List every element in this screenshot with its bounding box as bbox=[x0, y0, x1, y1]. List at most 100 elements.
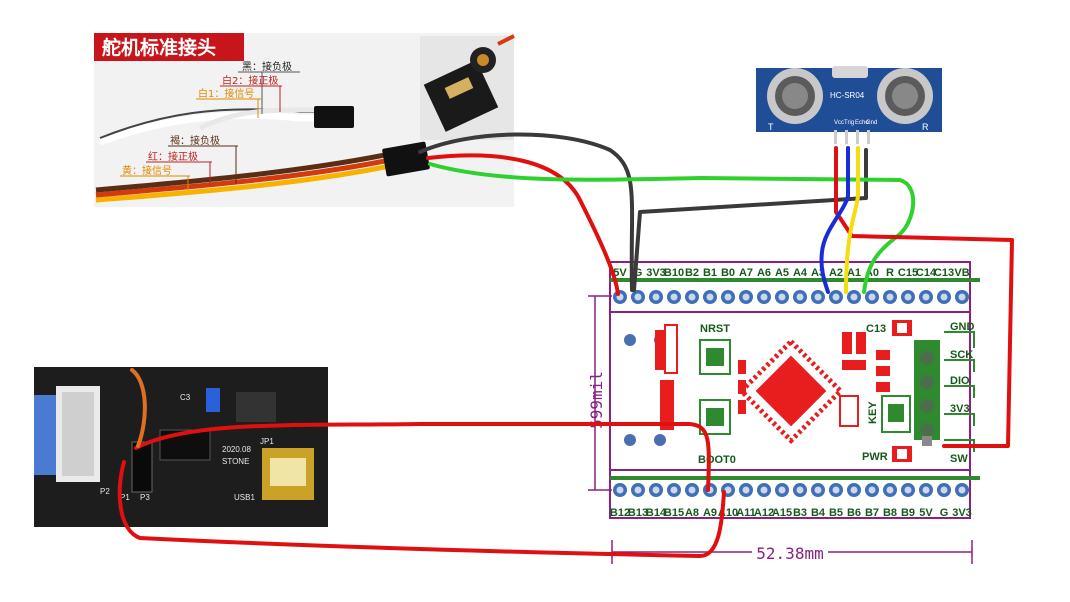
servo-label-yellow: 黄：接信号 bbox=[122, 164, 172, 177]
pin-label-bottom: 5V bbox=[919, 507, 933, 519]
pin-label-bottom: B5 bbox=[829, 507, 843, 519]
pin-label-top: A2 bbox=[829, 267, 843, 279]
pin-hole-center bbox=[904, 293, 912, 301]
wire-usb-tx bbox=[134, 422, 711, 492]
pin-label-bottom: B7 bbox=[865, 507, 879, 519]
pin-label-top: 3V3 bbox=[646, 267, 666, 279]
led-c13-label: C13 bbox=[866, 323, 886, 335]
swd-sw-label: SW bbox=[950, 453, 968, 465]
sensor-pin-vcc: Vcc bbox=[834, 120, 844, 126]
pin-hole-center bbox=[670, 486, 678, 494]
pin-hole-center bbox=[652, 293, 660, 301]
usb-label-jp1: JP1 bbox=[260, 437, 274, 446]
pin-hole-center bbox=[796, 486, 804, 494]
pin-label-top: A5 bbox=[775, 267, 789, 279]
pin-hole-center bbox=[886, 486, 894, 494]
width-dimension-label: 52.38mm bbox=[756, 544, 823, 563]
usb-label-p2: P2 bbox=[100, 487, 110, 496]
pin-label-bottom: A9 bbox=[703, 507, 717, 519]
servo-motor-photo bbox=[420, 34, 515, 140]
sensor-corner-left: T bbox=[768, 122, 774, 132]
pin-label-bottom: B15 bbox=[664, 507, 684, 519]
usb-label-usb1: USB1 bbox=[234, 493, 255, 502]
pin-label-bottom: B14 bbox=[646, 507, 667, 519]
pin-hole-center bbox=[922, 486, 930, 494]
swd-3v3-label: 3V3 bbox=[950, 403, 970, 415]
nrst-button bbox=[699, 339, 731, 375]
servo-title: 舵机标准接头 bbox=[102, 36, 216, 59]
servo-label-white2: 白2：接正极 bbox=[222, 74, 278, 87]
pin-hole-center bbox=[688, 486, 696, 494]
pin-label-top: A6 bbox=[757, 267, 771, 279]
pin-hole-center bbox=[832, 486, 840, 494]
wire-servo-signal bbox=[428, 162, 916, 294]
pin-label-top: 5V bbox=[613, 267, 627, 279]
pin-label-bottom: B6 bbox=[847, 507, 861, 519]
pin-hole-center bbox=[904, 486, 912, 494]
pin-hole-center bbox=[724, 293, 732, 301]
wire-sensor-vcc bbox=[834, 146, 1014, 448]
pin-label-bottom: A12 bbox=[754, 507, 774, 519]
pin-label-top: C15 bbox=[898, 267, 918, 279]
pin-hole-center bbox=[634, 486, 642, 494]
wire-sensor-trig bbox=[819, 146, 850, 294]
wire-sensor-echo bbox=[844, 146, 860, 294]
pin-hole-center bbox=[832, 293, 840, 301]
pin-hole-center bbox=[940, 293, 948, 301]
servo-label-white1: 白1：接信号 bbox=[198, 87, 254, 100]
key-label: KEY bbox=[867, 401, 879, 424]
pin-label-top: R bbox=[886, 267, 894, 279]
bottom-pin-header bbox=[613, 483, 969, 497]
height-dimension-label: 599mil bbox=[587, 371, 606, 429]
pin-hole-center bbox=[742, 486, 750, 494]
pin-label-bottom: B3 bbox=[793, 507, 807, 519]
pin-hole-center bbox=[688, 293, 696, 301]
pin-label-bottom: A8 bbox=[685, 507, 699, 519]
servo-connector-panel: 舵机标准接头 黑：接负极 白2：接正极 bbox=[94, 33, 515, 207]
pin-hole-center bbox=[616, 486, 624, 494]
servo-labels: 黑：接负极 白2：接正极 白1：接信号 褐：接负极 红：接正极 黄：接信号 bbox=[120, 60, 300, 190]
pin-hole-center bbox=[778, 486, 786, 494]
nrst-label: NRST bbox=[700, 323, 730, 335]
mount-hole bbox=[624, 434, 636, 446]
pin-hole-center bbox=[868, 486, 876, 494]
boot0-label: BOOT0 bbox=[698, 454, 736, 466]
sensor-corner-right: R bbox=[922, 122, 929, 132]
swd-gnd-label: GND bbox=[950, 321, 975, 333]
ultrasonic-sensor: HC-SR04 T R Vcc Trig Echo Gnd bbox=[756, 66, 942, 144]
pin-hole-center bbox=[922, 293, 930, 301]
servo-title-bg bbox=[94, 33, 244, 61]
pin-hole-center bbox=[958, 293, 966, 301]
board-outline bbox=[609, 261, 971, 519]
wire-usb-orange bbox=[130, 368, 147, 448]
pin-label-top: B1 bbox=[703, 267, 717, 279]
usb-label-stone: STONE bbox=[222, 457, 249, 466]
pin-label-bottom: 3V3 bbox=[952, 507, 972, 519]
key-button bbox=[881, 395, 911, 433]
pin-label-top: A1 bbox=[847, 267, 861, 279]
pin-hole-center bbox=[940, 486, 948, 494]
pin-label-bottom: G bbox=[940, 507, 949, 519]
pin-hole-center bbox=[706, 293, 714, 301]
wire-usb-rx bbox=[117, 460, 726, 558]
mount-hole bbox=[654, 434, 666, 446]
wire-servo-vcc bbox=[426, 153, 620, 296]
usb-serial-module: P1 P2 P3 C3 JP1 STONE 2020.08 USB1 bbox=[34, 367, 328, 527]
usb-label-p1: P1 bbox=[120, 493, 130, 502]
pin-label-bottom: A15 bbox=[772, 507, 792, 519]
servo-plug-white bbox=[314, 106, 354, 128]
pin-hole-center bbox=[760, 293, 768, 301]
pin-hole-center bbox=[796, 293, 804, 301]
usb-label-c3: C3 bbox=[180, 393, 191, 402]
pin-hole-center bbox=[742, 293, 750, 301]
pin-label-top: G bbox=[634, 267, 643, 279]
pin-hole-center bbox=[724, 486, 732, 494]
pin-hole-center bbox=[850, 486, 858, 494]
pin-hole-center bbox=[814, 486, 822, 494]
pin-label-bottom: B12 bbox=[610, 507, 630, 519]
pin-label-top: A7 bbox=[739, 267, 753, 279]
usb-label-date: 2020.08 bbox=[222, 445, 251, 454]
